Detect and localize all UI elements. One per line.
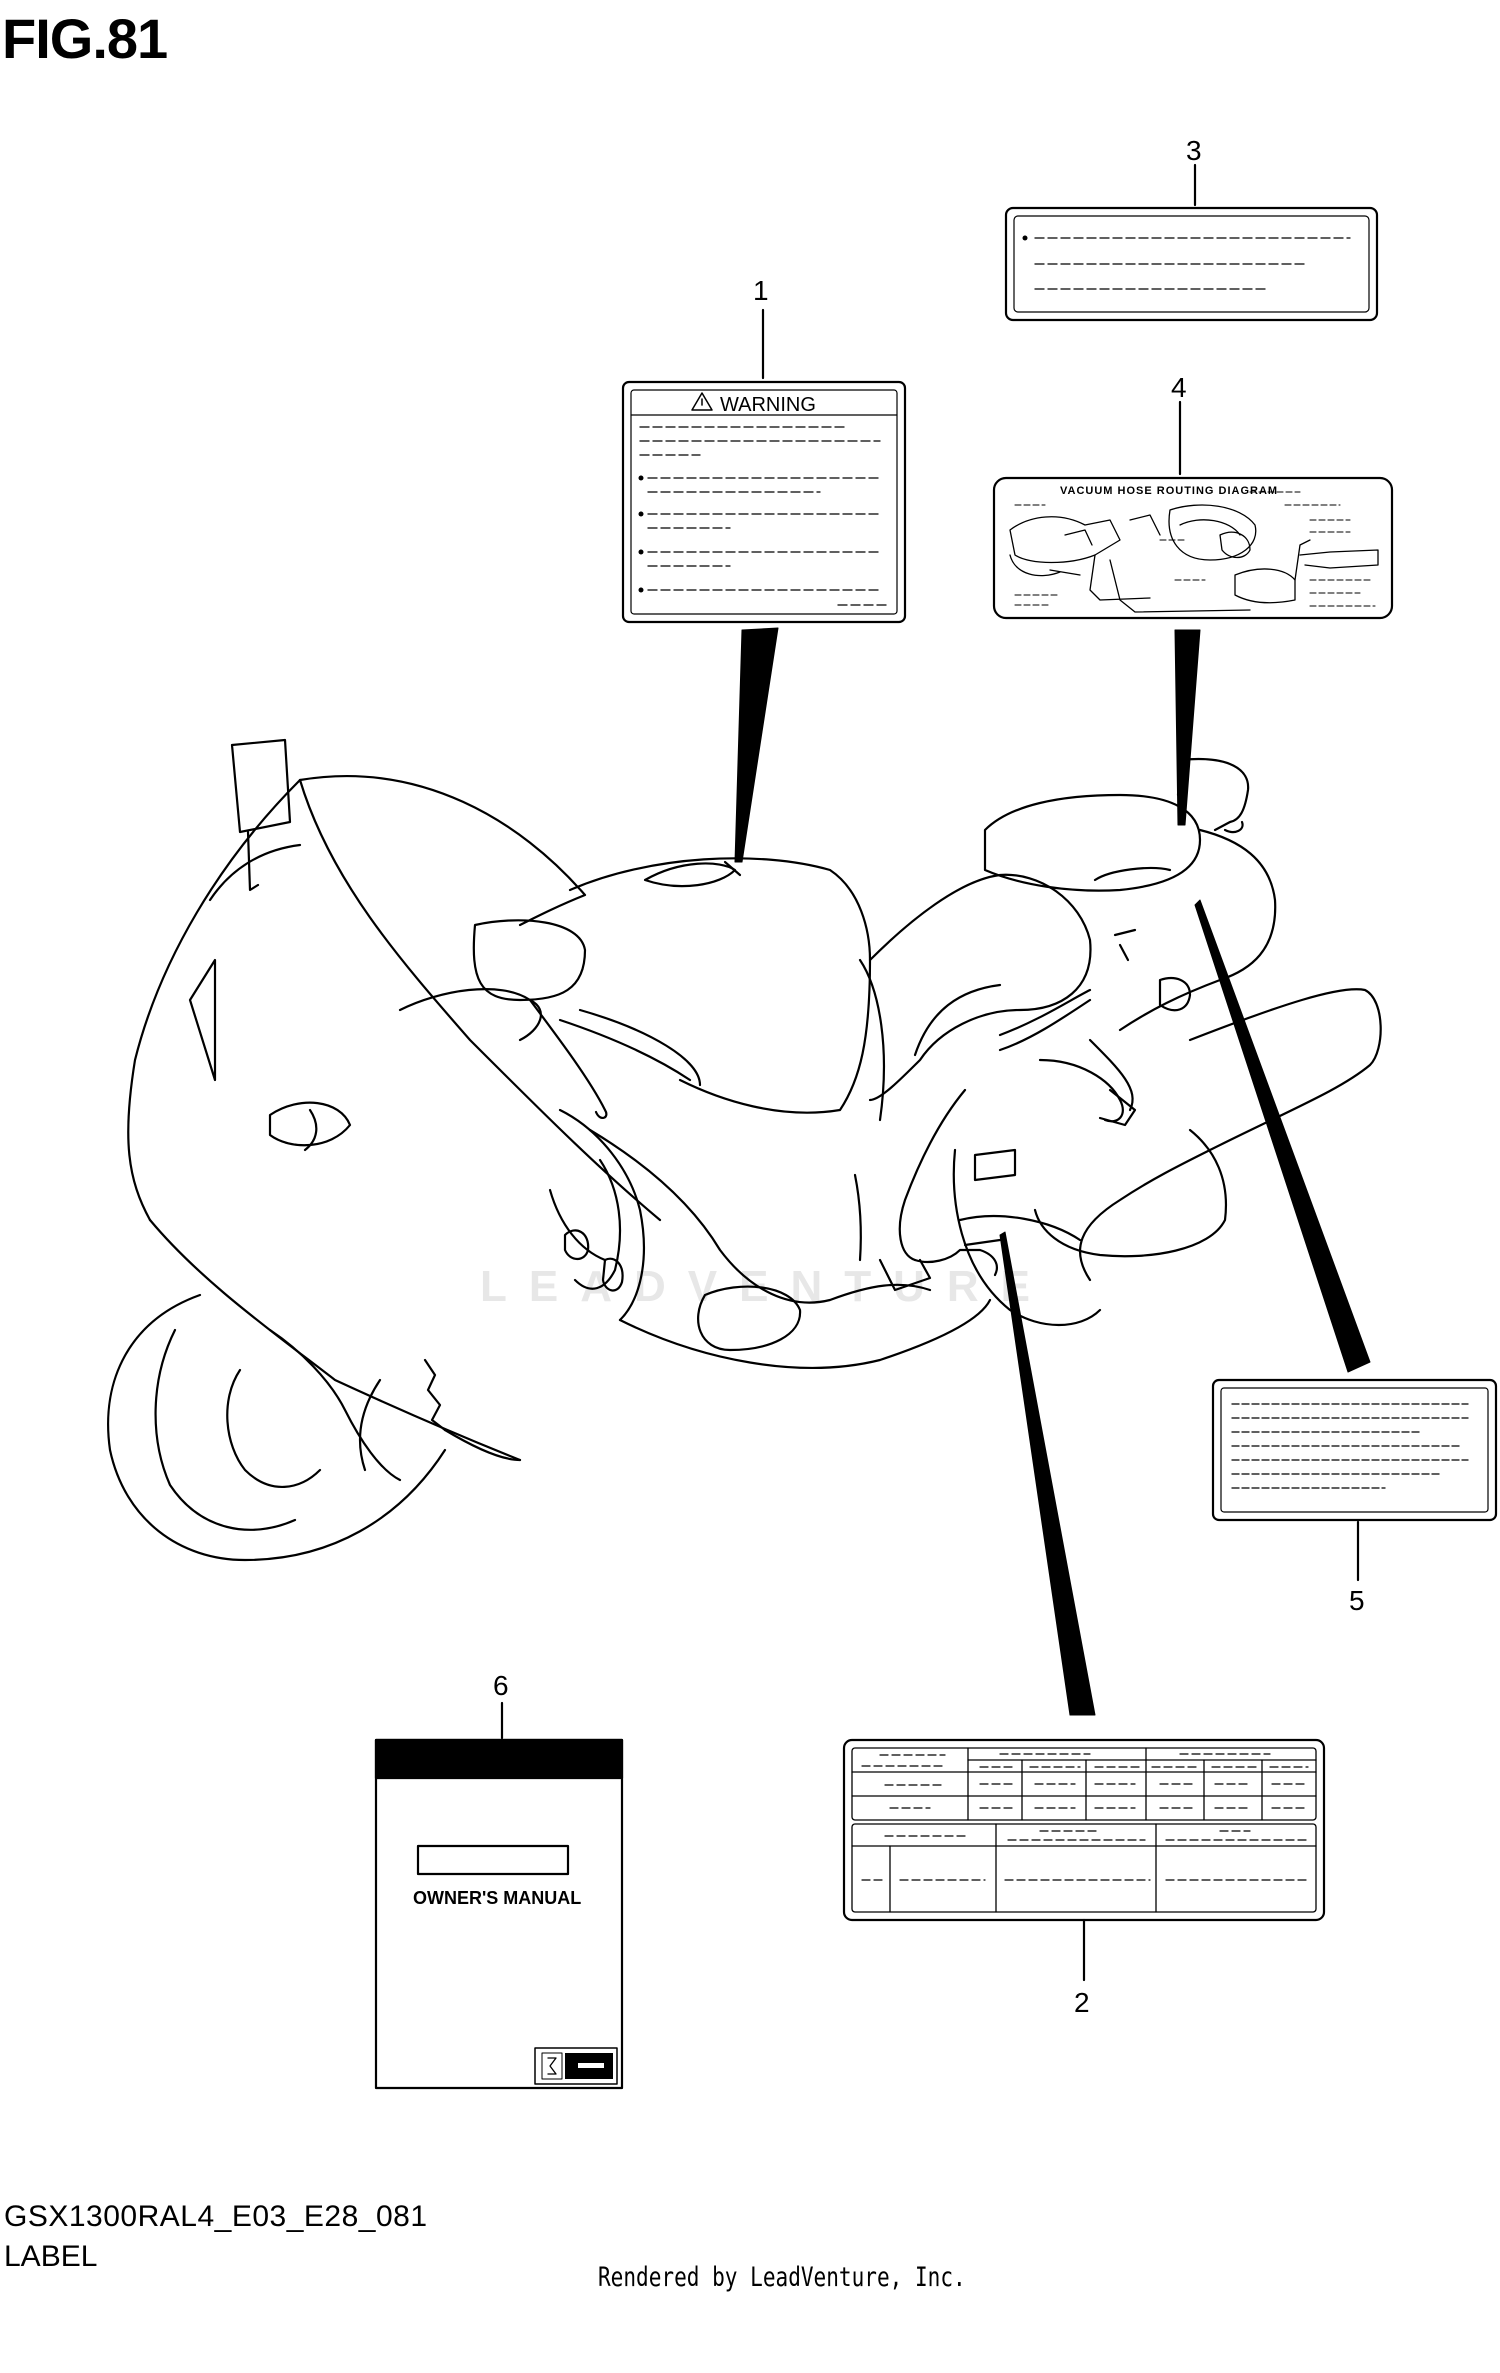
label-part-3 xyxy=(1004,163,1379,322)
warning-label-part-1 xyxy=(621,308,907,624)
callout-2: 2 xyxy=(1074,1987,1090,2018)
warning-label-title: WARNING xyxy=(720,394,816,416)
callout-5: 5 xyxy=(1349,1585,1365,1616)
section-label: LABEL xyxy=(4,2240,98,2273)
vacuum-diagram-title: VACUUM HOSE ROUTING DIAGRAM xyxy=(1060,485,1278,497)
callout-4: 4 xyxy=(1171,372,1187,403)
motorcycle-drawing xyxy=(107,738,1382,1562)
label-part-2 xyxy=(842,1738,1326,1982)
callout-1: 1 xyxy=(753,275,769,306)
owners-manual-title: OWNER'S MANUAL xyxy=(413,1888,581,1908)
render-credit: Rendered by LeadVenture, Inc. xyxy=(598,2262,966,2293)
vacuum-hose-label-part-4 xyxy=(992,400,1394,620)
owners-manual-part-6 xyxy=(374,1701,624,2090)
leader-pointers xyxy=(734,627,1371,1716)
callout-6: 6 xyxy=(493,1670,509,1701)
label-part-5 xyxy=(1211,1378,1498,1582)
callout-3: 3 xyxy=(1186,135,1202,166)
figure-title: FIG.81 xyxy=(2,7,168,70)
model-code: GSX1300RAL4_E03_E28_081 xyxy=(4,2200,428,2233)
